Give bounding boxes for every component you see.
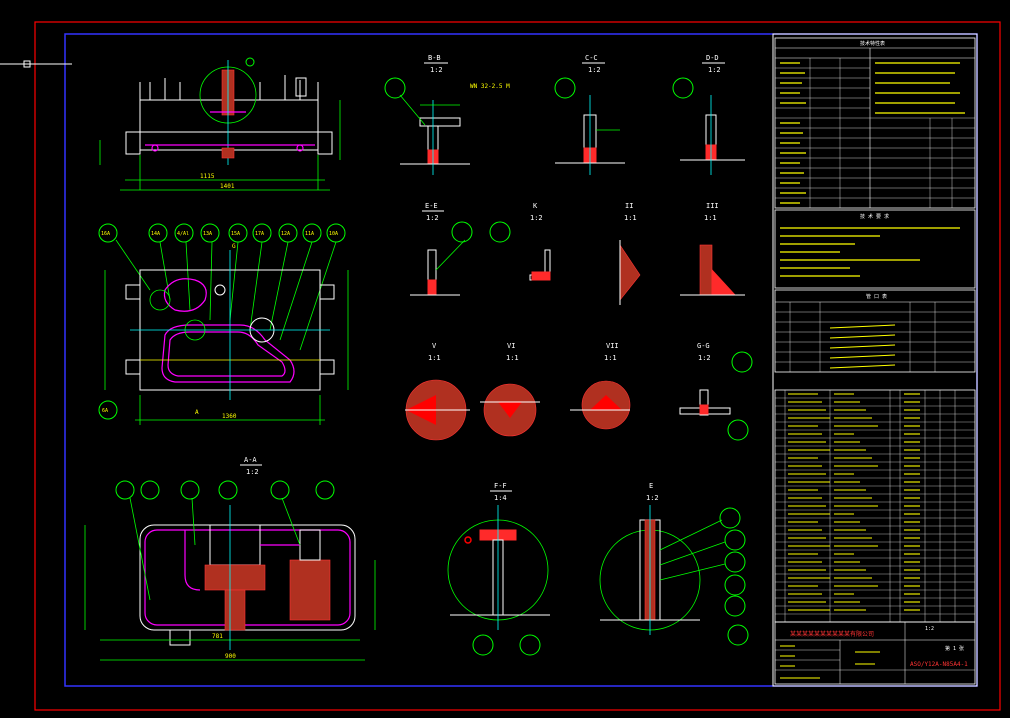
scale-bb: 1:2 <box>430 66 443 74</box>
label-v: V <box>432 342 437 350</box>
label-vi: VI <box>507 342 515 350</box>
balloon-14a: 14A <box>151 231 160 237</box>
spec-table: 技术特性表 <box>774 37 976 209</box>
drawing-number: ASO/Y12A-N85A4-1 <box>910 661 968 668</box>
balloon-16a: 16A <box>101 231 110 237</box>
weld-note: WN 32-2.5 M <box>470 83 510 90</box>
balloon-11a: 11A <box>305 231 314 237</box>
company-name: 某某某某某某某某某某有限公司 <box>790 630 874 638</box>
dim-1401: 1401 <box>220 183 235 190</box>
spec-table-title: 技术特性表 <box>860 40 885 47</box>
dim-781: 781 <box>212 633 223 640</box>
section-arrow-a: A <box>195 409 199 416</box>
label-gg: G-G <box>697 342 710 350</box>
scale-vi: 1:1 <box>506 354 519 362</box>
scale-vii: 1:1 <box>604 354 617 362</box>
balloon-13a: 13A <box>203 231 212 237</box>
technical-notes: 技 术 要 求 <box>774 209 976 289</box>
balloon-12a: 12A <box>281 231 290 237</box>
nozzle-table: 管 口 表 <box>774 289 976 373</box>
detail-vii: VII 1:1 <box>570 342 631 430</box>
dim-900: 900 <box>225 653 236 660</box>
sheet-number: 第 1 张 <box>945 645 964 652</box>
notes-title: 技 术 要 求 <box>860 213 889 220</box>
scale-gg: 1:2 <box>698 354 711 362</box>
detail-k: K 1:2 <box>489 202 551 281</box>
detail-ff: F-F 1:4 <box>447 482 550 656</box>
label-vii: VII <box>606 342 619 350</box>
scale-ee: 1:2 <box>426 214 439 222</box>
detail-ee: E-E 1:2 <box>410 202 473 296</box>
dim-1360: 1360 <box>222 413 237 420</box>
section-aa-scale: 1:2 <box>246 468 259 476</box>
outer-border <box>34 21 1001 711</box>
plan-balloons: 16A 14A 4/Al 13A 15A 17A 12A 11A 10A <box>98 223 346 351</box>
detail-bb: B-B 1:2 WN 32-2.5 M <box>384 54 510 175</box>
detail-ii: II 1:1 <box>619 202 641 305</box>
scale-v: 1:1 <box>428 354 441 362</box>
detail-dd: D-D 1:2 <box>672 54 745 175</box>
label-dd: D-D <box>706 54 719 62</box>
plan-view: 16A 14A 4/Al 13A 15A 17A 12A 11A 10A <box>98 223 349 425</box>
balloon-10a: 10A <box>329 231 338 237</box>
balloon-15a: 15A <box>231 231 240 237</box>
scale-ff: 1:4 <box>494 494 507 502</box>
detail-iii: III 1:1 <box>680 202 745 296</box>
scale-cc: 1:2 <box>588 66 601 74</box>
dim-1115: 1115 <box>200 173 215 180</box>
crosshair-cursor-icon[interactable] <box>0 60 72 68</box>
detail-v: V 1:1 <box>405 342 470 441</box>
balloon-6a: 6A <box>102 408 108 414</box>
scale-ii: 1:1 <box>624 214 637 222</box>
title-block: 技术特性表 <box>772 33 978 687</box>
section-aa-view: A-A 1:2 781 900 <box>84 456 376 661</box>
scale-k: 1:2 <box>530 214 543 222</box>
scale-e: 1:2 <box>646 494 659 502</box>
scale-dd: 1:2 <box>708 66 721 74</box>
label-iii: III <box>706 202 719 210</box>
scale-text: 1:2 <box>925 626 934 632</box>
nozzle-table-title: 管 口 表 <box>866 293 887 300</box>
detail-gg: G-G 1:2 <box>679 342 753 441</box>
scale-iii: 1:1 <box>704 214 717 222</box>
detail-cc: C-C 1:2 <box>554 54 625 175</box>
label-ff: F-F <box>494 482 507 490</box>
title-cartouche: 某某某某某某某某某某有限公司 ASO/Y12A-N85A4-1 第 1 张 1:… <box>774 621 976 685</box>
detail-vi: VI 1:1 <box>480 342 540 437</box>
balloon-4al: 4/Al <box>177 231 189 237</box>
section-aa-label: A-A <box>244 456 257 464</box>
label-cc: C-C <box>585 54 598 62</box>
parts-list <box>774 389 976 623</box>
label-e: E <box>649 482 653 490</box>
label-bb: B-B <box>428 54 441 62</box>
detail-e: E 1:2 <box>599 482 749 646</box>
label-ii: II <box>625 202 633 210</box>
balloon-17a: 17A <box>255 231 264 237</box>
front-view: 1115 1401 <box>99 57 341 191</box>
label-k: K <box>533 202 538 210</box>
label-ee: E-E <box>425 202 438 210</box>
section-arrow-g: G <box>232 243 236 250</box>
